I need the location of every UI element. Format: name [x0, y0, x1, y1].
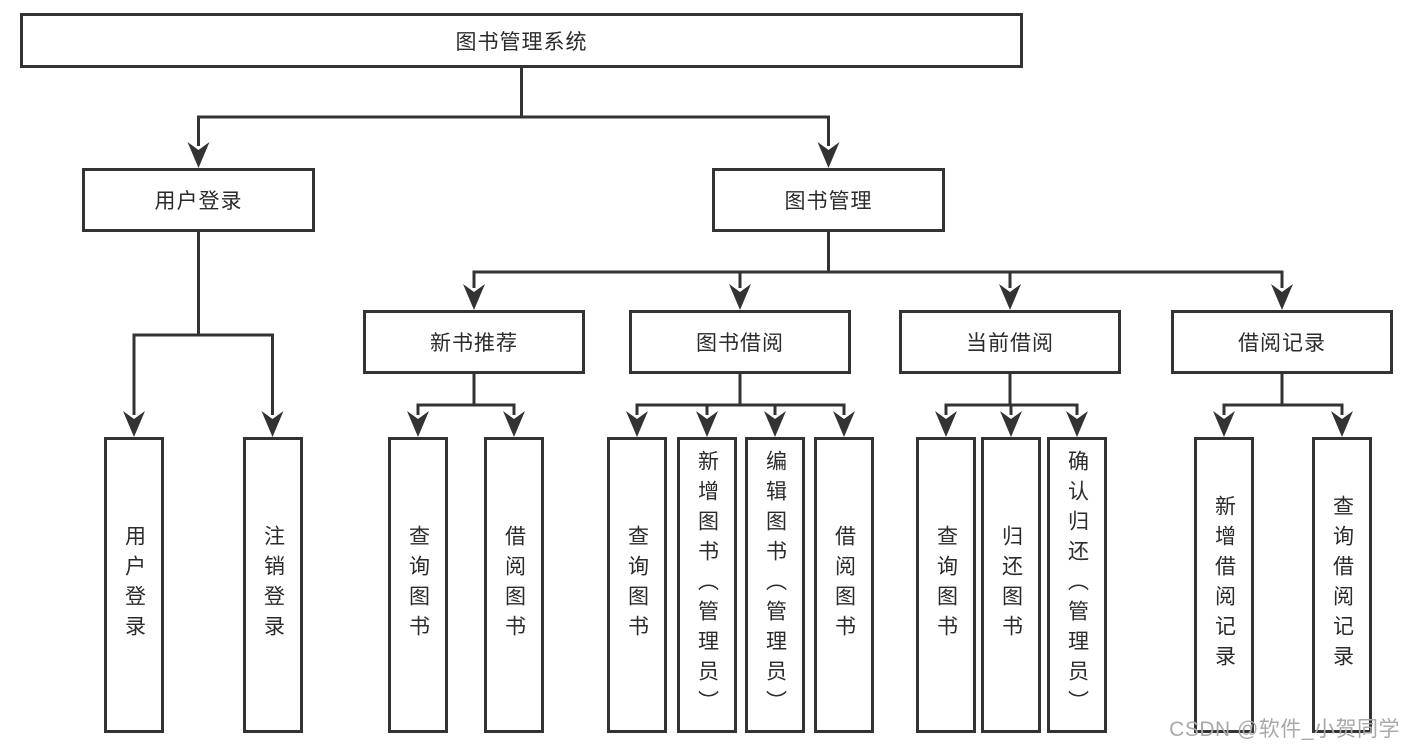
leaf-borrow-borrow-book: 借阅图书 [814, 437, 874, 733]
leaf-current-confirm-return-admin-label: 确认归还（管理员） [1065, 450, 1089, 720]
connector-root-bar [197, 115, 830, 146]
leaf-borrow-add-book-admin-label: 新增图书（管理员） [695, 450, 719, 720]
node-current-borrow-label: 当前借阅 [966, 332, 1054, 355]
node-new-book-recommend-label: 新书推荐 [430, 332, 518, 355]
node-borrow-records: 借阅记录 [1171, 310, 1393, 374]
connector-userlogin-bar [132, 333, 274, 415]
node-root: 图书管理系统 [20, 13, 1023, 68]
leaf-borrow-query-book-label: 查询图书 [625, 525, 649, 645]
leaf-borrow-add-book-admin: 新增图书（管理员） [677, 437, 737, 733]
leaf-borrow-borrow-book-label: 借阅图书 [832, 525, 856, 645]
node-root-label: 图书管理系统 [455, 30, 588, 54]
leaf-records-add-record: 新增借阅记录 [1194, 437, 1254, 733]
leaf-user-login-label: 用户登录 [122, 525, 146, 645]
node-book-management: 图书管理 [712, 168, 945, 232]
leaf-records-add-record-label: 新增借阅记录 [1212, 495, 1236, 675]
leaf-logout-label: 注销登录 [261, 525, 285, 645]
node-current-borrow: 当前借阅 [899, 310, 1121, 374]
leaf-current-return-book-label: 归还图书 [999, 525, 1023, 645]
leaf-newbook-borrow-book-label: 借阅图书 [502, 525, 526, 645]
connector-newbook-bar [416, 403, 516, 415]
node-book-management-label: 图书管理 [784, 190, 873, 213]
node-borrow-records-label: 借阅记录 [1238, 332, 1326, 355]
leaf-borrow-query-book: 查询图书 [607, 437, 667, 733]
node-user-login: 用户登录 [82, 168, 315, 232]
node-user-login-label: 用户登录 [154, 190, 243, 213]
leaf-borrow-edit-book-admin: 编辑图书（管理员） [745, 437, 805, 733]
node-new-book-recommend: 新书推荐 [363, 310, 585, 374]
leaf-logout: 注销登录 [243, 437, 303, 733]
leaf-newbook-query-book: 查询图书 [388, 437, 448, 733]
node-book-borrow: 图书借阅 [629, 310, 851, 374]
leaf-current-confirm-return-admin: 确认归还（管理员） [1047, 437, 1107, 733]
leaf-current-query-book-label: 查询图书 [934, 525, 958, 645]
leaf-user-login: 用户登录 [104, 437, 164, 733]
leaf-newbook-borrow-book: 借阅图书 [484, 437, 544, 733]
leaf-records-query-record-label: 查询借阅记录 [1330, 495, 1354, 675]
leaf-current-return-book: 归还图书 [981, 437, 1041, 733]
connector-records-bar [1222, 403, 1344, 415]
leaf-newbook-query-book-label: 查询图书 [406, 525, 430, 645]
leaf-borrow-edit-book-admin-label: 编辑图书（管理员） [763, 450, 787, 720]
node-book-borrow-label: 图书借阅 [696, 332, 784, 355]
leaf-current-query-book: 查询图书 [916, 437, 976, 733]
leaf-records-query-record: 查询借阅记录 [1312, 437, 1372, 733]
connector-bookmgmt-bar [472, 270, 1284, 288]
connector-borrow-bar [635, 403, 846, 415]
